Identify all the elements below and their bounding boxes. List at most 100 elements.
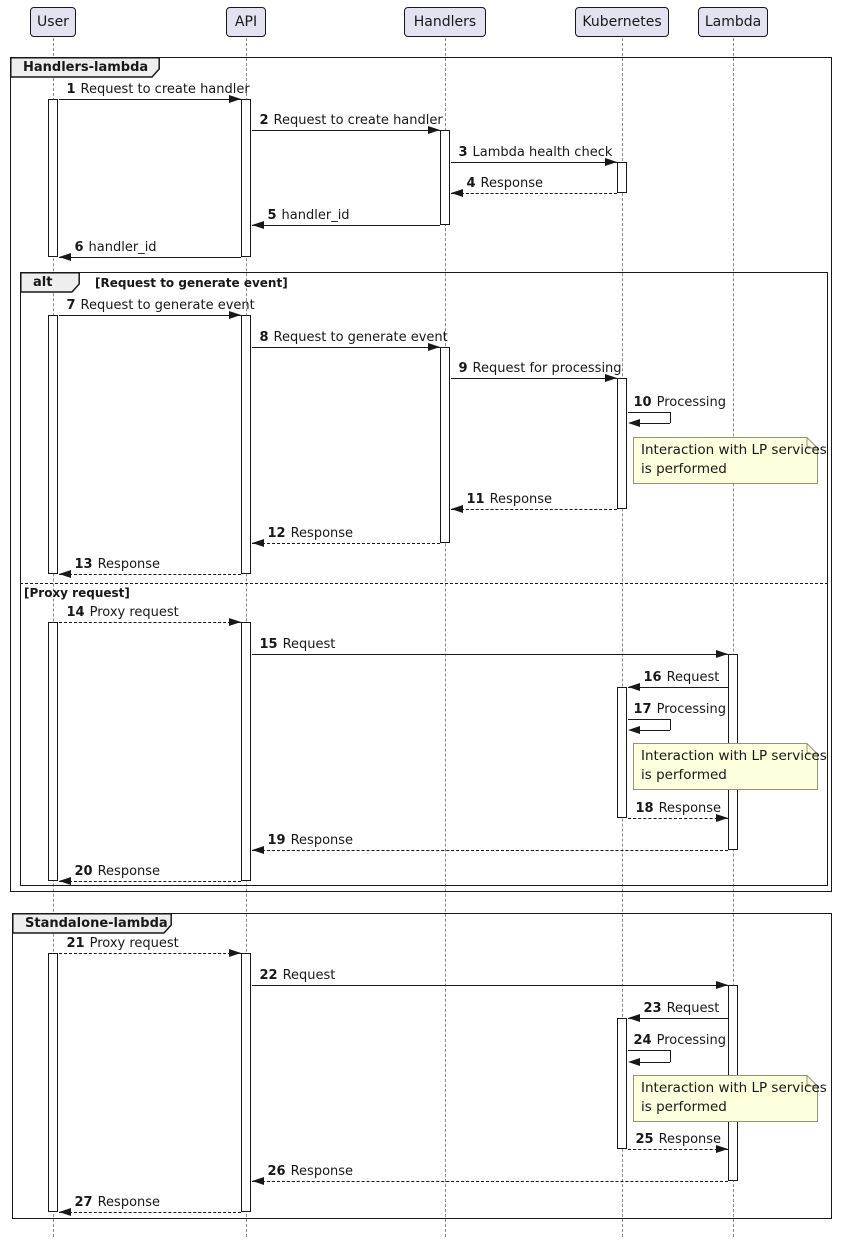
message-6-line bbox=[58, 257, 241, 258]
message-20-arrowhead-icon bbox=[58, 876, 71, 885]
message-text: Response bbox=[489, 492, 553, 507]
frame-tab-alt bbox=[20, 272, 80, 293]
note-line: Interaction with LP services bbox=[641, 442, 827, 458]
message-text: Response bbox=[290, 1164, 354, 1179]
message-number: 13 bbox=[74, 557, 93, 572]
note-line: Interaction with LP services bbox=[641, 748, 827, 764]
frame-handlers-lambda bbox=[10, 57, 832, 892]
message-22-arrowhead-icon bbox=[715, 980, 728, 989]
message-number: 21 bbox=[66, 936, 85, 951]
message-24-self-line bbox=[637, 1062, 670, 1063]
participant-label-handlers: Handlers bbox=[413, 14, 477, 30]
participant-box-kubernetes: Kubernetes bbox=[575, 7, 669, 37]
note-interaction-lp-3 bbox=[633, 1075, 819, 1123]
message-number: 5 bbox=[267, 208, 277, 223]
message-number: 6 bbox=[74, 240, 84, 255]
message-25-line bbox=[627, 1149, 728, 1150]
message-26-label: 26 Response bbox=[268, 1164, 354, 1179]
message-text: Lambda health check bbox=[472, 145, 613, 160]
message-number: 11 bbox=[466, 492, 485, 507]
participant-label-api: API bbox=[234, 14, 258, 30]
message-14-line bbox=[58, 622, 241, 623]
message-2-arrowhead-icon bbox=[427, 125, 440, 134]
message-10-self-line bbox=[669, 412, 671, 423]
message-15-arrowhead-icon bbox=[715, 649, 728, 658]
message-number: 24 bbox=[633, 1033, 652, 1048]
activation-bar-kubernetes bbox=[616, 687, 627, 818]
lifeline-handlers bbox=[445, 38, 446, 1237]
activation-bar-user bbox=[47, 315, 58, 574]
message-8-arrowhead-icon bbox=[427, 342, 440, 351]
message-number: 10 bbox=[633, 395, 652, 410]
message-16-line bbox=[627, 687, 728, 688]
message-9-arrowhead-icon bbox=[604, 373, 617, 382]
note-line: Interaction with LP services bbox=[641, 1080, 827, 1096]
message-text: Response bbox=[97, 1195, 161, 1210]
message-5-arrowhead-icon bbox=[251, 220, 264, 229]
note-text: Interaction with LP services is performed bbox=[641, 1079, 827, 1117]
message-number: 15 bbox=[259, 637, 278, 652]
message-25-arrowhead-icon bbox=[715, 1144, 728, 1153]
message-23-line bbox=[627, 1018, 728, 1019]
message-23-arrowhead-icon bbox=[627, 1013, 640, 1022]
activation-bar-kubernetes bbox=[616, 162, 627, 193]
participant-label-kubernetes: Kubernetes bbox=[582, 14, 662, 30]
message-11-line bbox=[450, 509, 617, 510]
message-text: Request to generate event bbox=[273, 330, 448, 345]
message-number: 2 bbox=[259, 113, 269, 128]
message-7-arrowhead-icon bbox=[228, 310, 241, 319]
message-number: 23 bbox=[643, 1001, 662, 1016]
message-11-label: 11 Response bbox=[467, 492, 553, 507]
activation-bar-kubernetes bbox=[616, 378, 627, 509]
participant-box-handlers: Handlers bbox=[404, 7, 486, 37]
message-text: Response bbox=[658, 801, 722, 816]
message-text: Processing bbox=[656, 1033, 727, 1048]
message-21-line bbox=[58, 953, 241, 954]
activation-bar-handlers bbox=[439, 130, 450, 225]
message-12-arrowhead-icon bbox=[251, 538, 264, 547]
message-number: 25 bbox=[635, 1132, 654, 1147]
message-text: Processing bbox=[656, 702, 727, 717]
message-number: 3 bbox=[458, 145, 468, 160]
frame-title-handlers-lambda: Handlers-lambda bbox=[23, 60, 149, 75]
message-21-label: 21 Proxy request bbox=[67, 936, 179, 951]
message-3-arrowhead-icon bbox=[604, 157, 617, 166]
frame-tab-standalone-lambda bbox=[12, 913, 172, 934]
message-17-arrowhead-icon bbox=[627, 725, 640, 734]
message-12-line bbox=[251, 543, 440, 544]
frame-title-standalone-lambda: Standalone-lambda bbox=[25, 916, 168, 931]
activation-bar-handlers bbox=[439, 347, 450, 543]
message-2-label: 2 Request to create handler bbox=[260, 113, 443, 128]
frame-guard-label: [Request to generate event] bbox=[95, 276, 288, 290]
activation-bar-api bbox=[240, 315, 251, 574]
message-24-label: 24 Processing bbox=[634, 1033, 727, 1048]
message-27-line bbox=[58, 1212, 241, 1213]
message-10-arrowhead-icon bbox=[627, 418, 640, 427]
message-24-arrowhead-icon bbox=[627, 1057, 640, 1066]
message-text: Response bbox=[480, 176, 543, 191]
lifeline-lambda bbox=[733, 38, 734, 1237]
message-number: 26 bbox=[267, 1164, 286, 1179]
participant-box-user: User bbox=[30, 7, 76, 37]
participant-label-lambda: Lambda bbox=[704, 14, 762, 30]
activation-bar-user bbox=[47, 99, 58, 257]
message-text: Proxy request bbox=[89, 936, 179, 951]
frame-title-alt: alt bbox=[33, 275, 53, 290]
message-1-arrowhead-icon bbox=[228, 94, 241, 103]
note-line: is performed bbox=[641, 1099, 727, 1115]
message-17-self-line bbox=[627, 719, 670, 720]
message-text: Request to create handler bbox=[273, 113, 443, 128]
